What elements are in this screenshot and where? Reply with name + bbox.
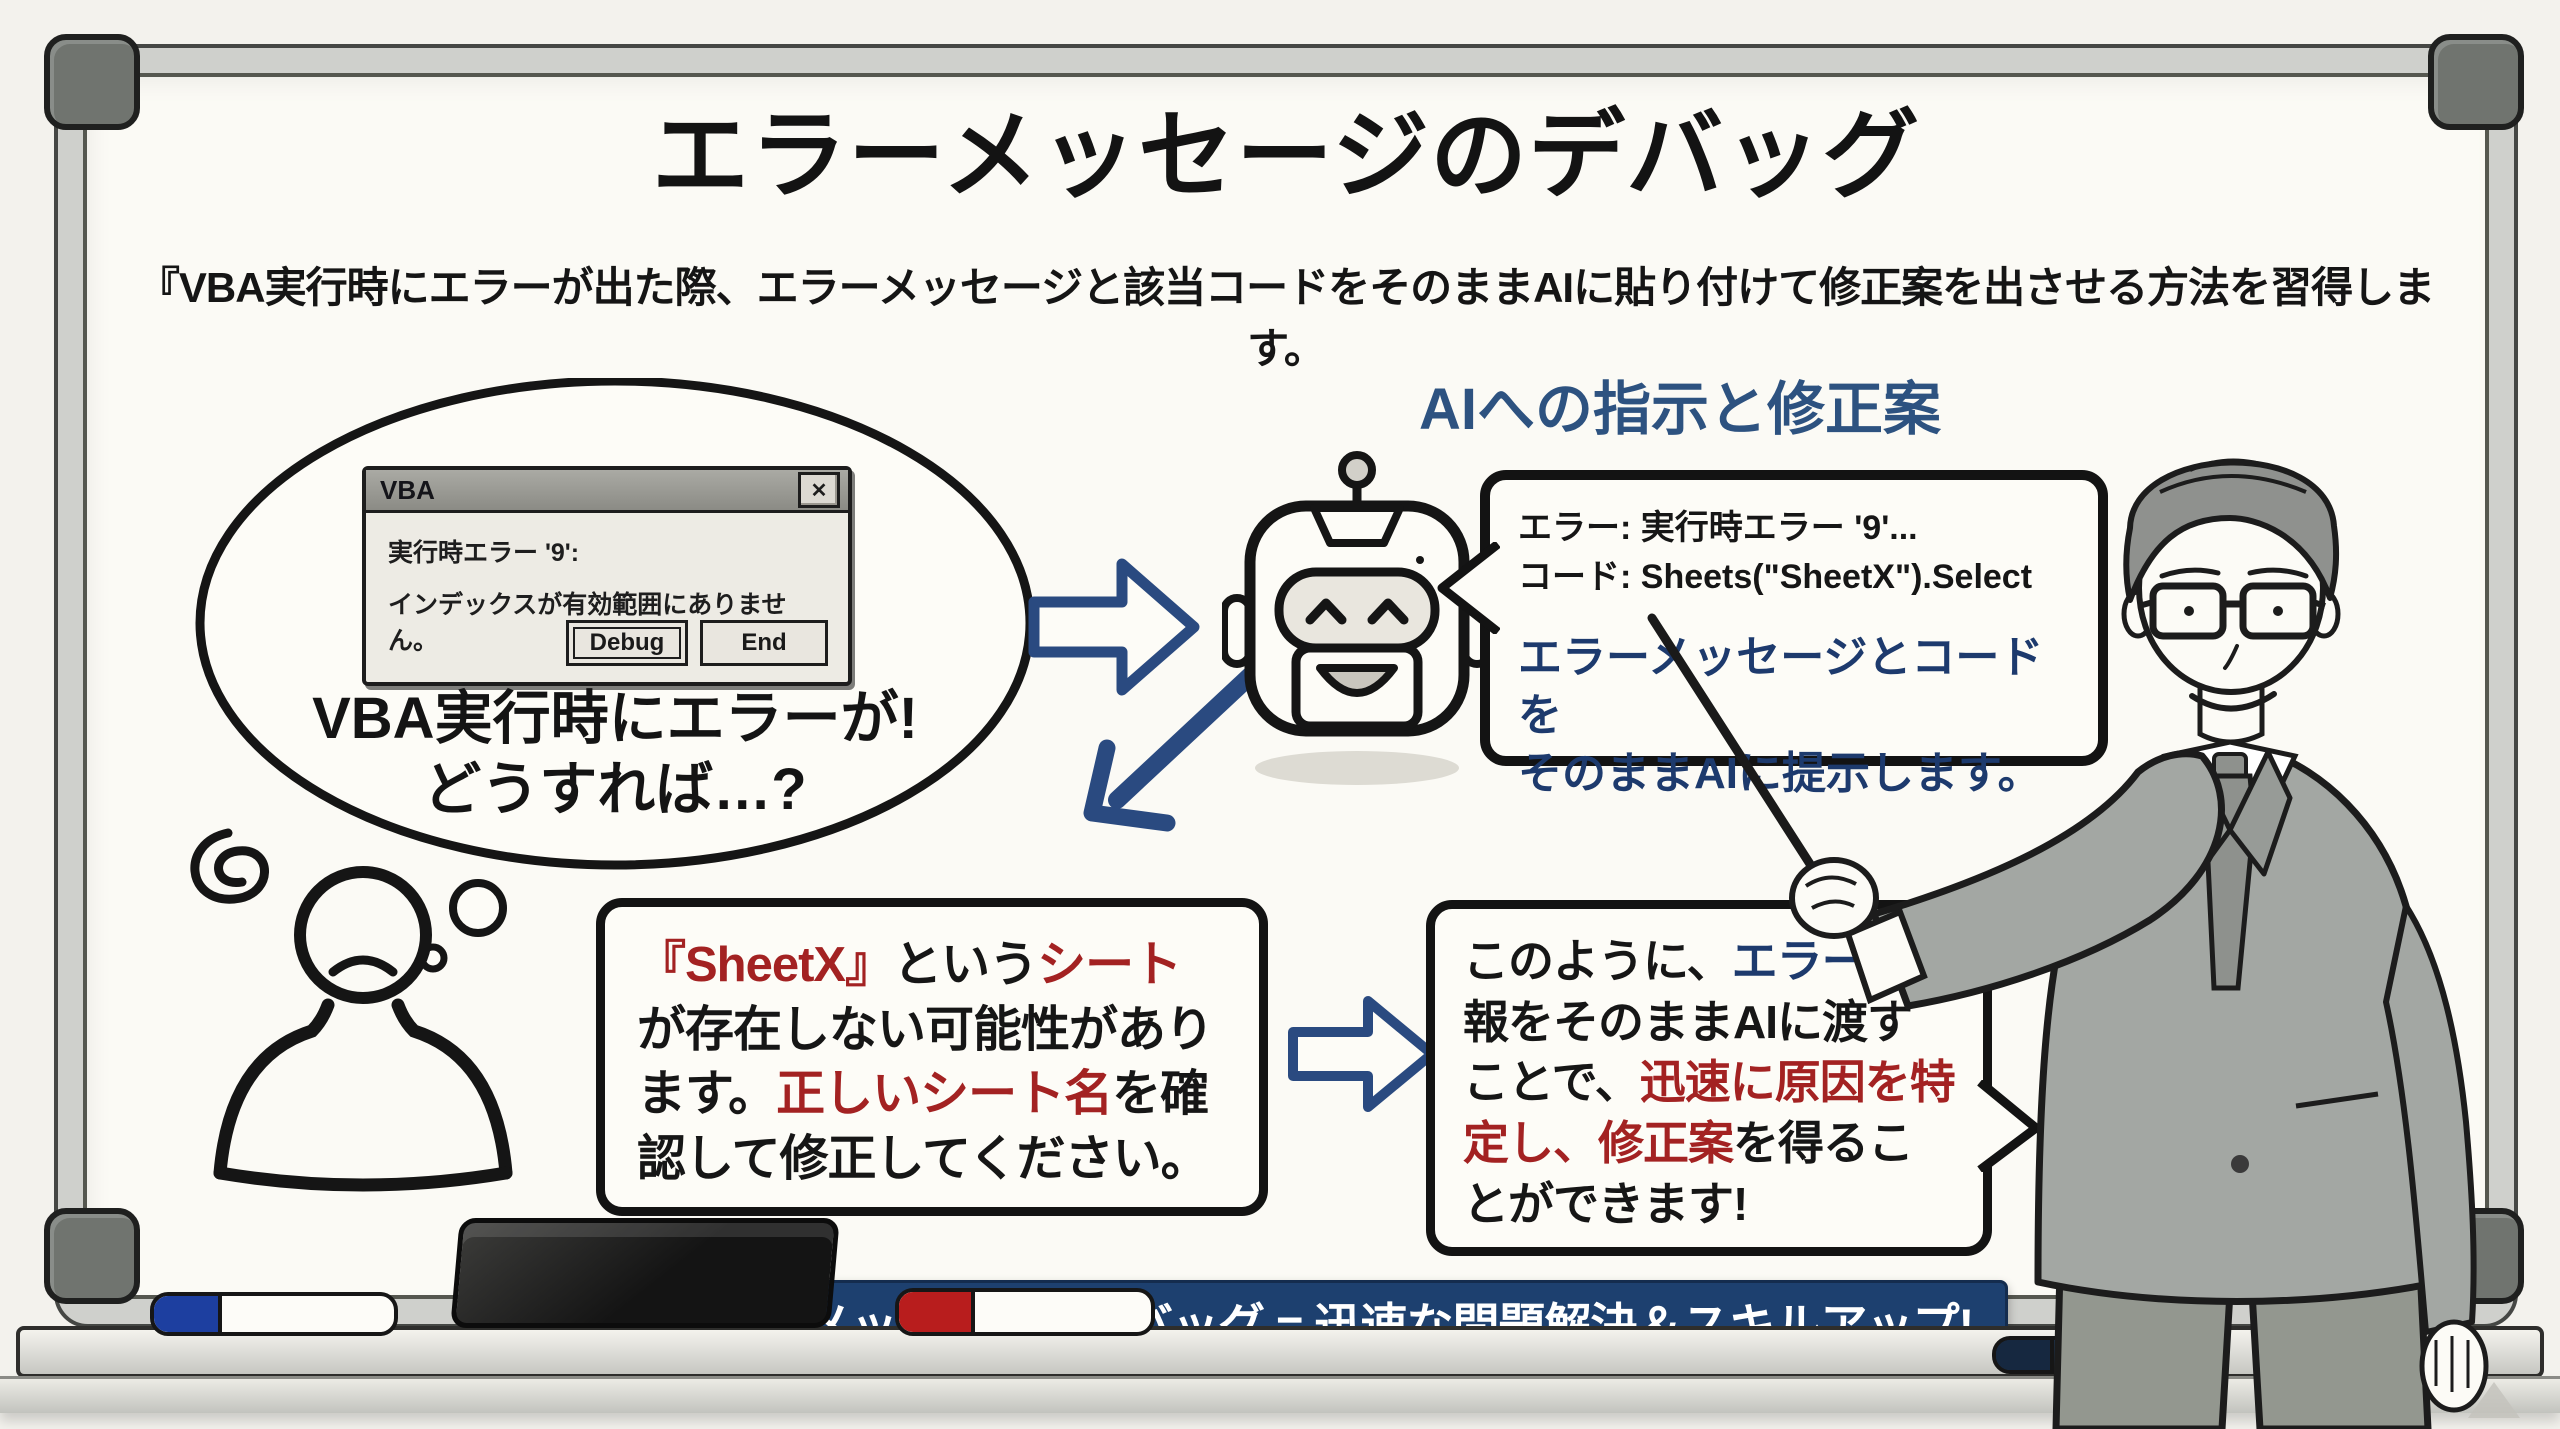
- ai-prompt-bubble: エラー: 実行時エラー '9'... コード: Sheets("SheetX")…: [1480, 470, 2108, 798]
- pointer-stick: [1647, 613, 1833, 897]
- section-label-ai: AIへの指示と修正案: [1418, 377, 1941, 442]
- frown-mouth: [328, 955, 398, 977]
- text-segment: 『SheetX』: [637, 938, 894, 992]
- arrow-down-left-icon: [1083, 651, 1276, 832]
- presenter-raised-arm: [1870, 750, 2225, 1010]
- text-segment: を確認して修正してください。: [637, 1067, 1210, 1187]
- red-marker: [895, 1288, 1155, 1336]
- thought-line-1: VBA実行時にエラーが!: [312, 686, 918, 751]
- text-segment: を得ることができます!: [1463, 1117, 1914, 1230]
- text-segment: 迅速に原因を特定し、修正案: [1463, 1056, 1956, 1170]
- blue-marker-cap: [154, 1296, 222, 1332]
- eraser: [450, 1218, 840, 1328]
- presenter-smile: [2189, 691, 2277, 712]
- text-segment: が存在しない可能性があります。: [637, 1002, 1214, 1122]
- thought-line-2: どうすれば…?: [423, 756, 807, 822]
- thought-text: VBA実行時にエラーが! どうすれば…?: [230, 684, 1000, 826]
- presenter-cuff: [1844, 908, 1928, 1005]
- frame-corner-top-left: [44, 34, 140, 130]
- prompt-note-line-1: エラーメッセージとコードを: [1518, 632, 2044, 740]
- robot-happy-eye-left: [1305, 598, 1347, 625]
- robot-visor: [1274, 567, 1440, 653]
- text-segment: シート: [1037, 938, 1182, 992]
- glasses-icon: [2149, 582, 2227, 640]
- text-segment: 正しいシート名: [776, 1067, 1113, 1122]
- summary-box-tail: [1977, 1080, 2041, 1172]
- text-segment: という: [893, 938, 1038, 992]
- page-title: エラーメッセージのデバッグ: [651, 101, 1921, 210]
- ai-suggestion-box: 『SheetX』というシートが存在しない可能性があります。正しいシート名を確認し…: [596, 898, 1268, 1216]
- robot-antenna-icon: [1338, 451, 1376, 489]
- frame-corner-top-right: [2428, 34, 2524, 130]
- prompt-note-line-2: そのままAIに提示します。: [1518, 748, 2042, 798]
- ai-robot: [1222, 451, 1492, 785]
- vba-dialog-body: 実行時エラー '9': インデックスが有効範囲にありません。: [366, 513, 848, 657]
- stress-squiggle-icon: [190, 828, 269, 904]
- arrow-right-icon: [1028, 558, 1200, 696]
- debug-button[interactable]: Debug: [566, 620, 688, 666]
- close-icon[interactable]: ✕: [798, 472, 840, 508]
- vba-error-message: インデックスが有効範囲にありません。: [388, 591, 787, 655]
- robot-shadow: [1255, 751, 1459, 785]
- text-segment: このように、: [1463, 935, 1733, 987]
- presenter-left-hand: [2419, 1319, 2489, 1413]
- red-marker-cap: [899, 1292, 975, 1332]
- presenter-fist: [1789, 857, 1879, 939]
- end-button[interactable]: End: [700, 620, 828, 666]
- vba-dialog-title: VBA: [380, 474, 435, 505]
- robot-smile-mouth: [1316, 664, 1398, 697]
- vba-dialog-titlebar: VBA ✕: [366, 470, 848, 513]
- robot-happy-eye-right: [1367, 598, 1409, 625]
- vba-error-code: 実行時エラー '9':: [388, 539, 580, 567]
- thought-dot-large: [449, 879, 507, 937]
- prompt-error-line: エラー: 実行時エラー '9'...: [1518, 509, 1918, 547]
- blue-marker: [150, 1292, 398, 1336]
- frame-corner-bottom-left: [44, 1208, 140, 1304]
- page-subtitle: 『VBA実行時にエラーが出た際、エラーメッセージと該当コードをそのままAIに貼り…: [137, 264, 2435, 372]
- ai-bubble-tail: [1437, 542, 1500, 634]
- prompt-code-line: コード: Sheets("SheetX").Select: [1518, 558, 2033, 597]
- stressed-person: [190, 828, 513, 1192]
- navy-marker-cap: [1996, 1340, 2054, 1370]
- presenter-illustration: [1647, 458, 2489, 1429]
- text-segment: 報をそのままAIに渡すことで、: [1463, 995, 1913, 1109]
- arrow-right-icon-2: [1288, 996, 1437, 1112]
- vba-error-dialog: VBA ✕ 実行時エラー '9': インデックスが有効範囲にありません。 Deb…: [362, 466, 852, 686]
